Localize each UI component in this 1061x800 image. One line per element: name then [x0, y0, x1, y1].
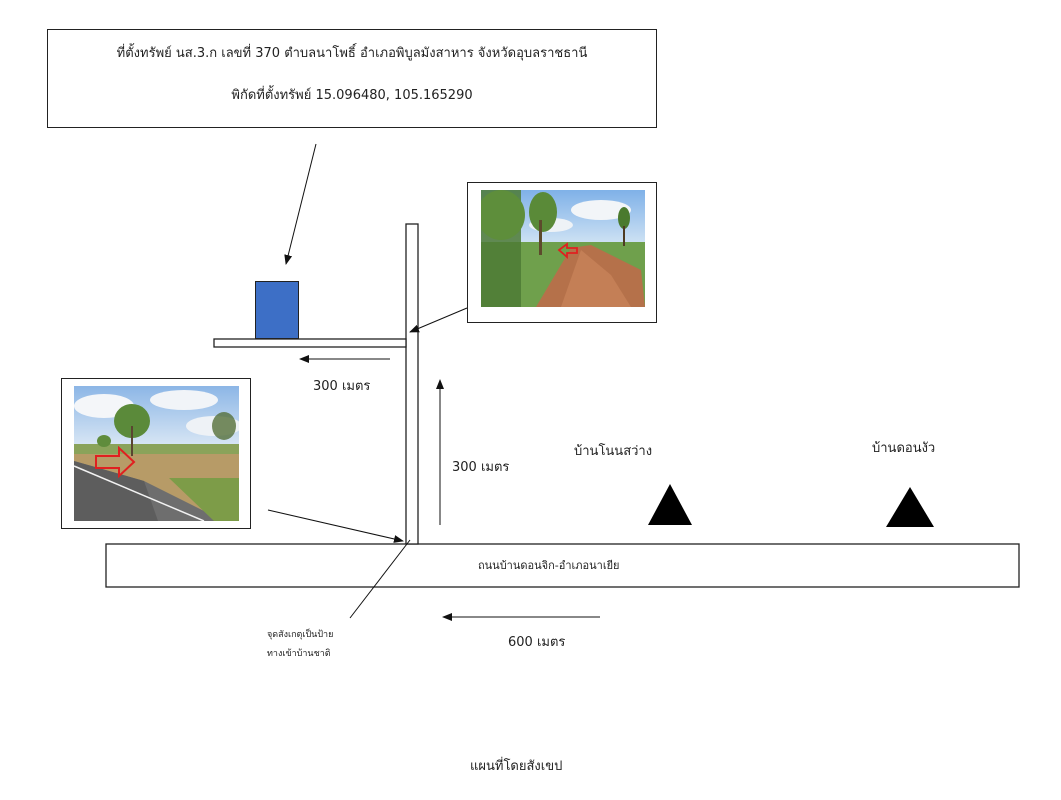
photo-top-pointer: [409, 307, 468, 333]
red-arrow-icon: [557, 242, 578, 259]
village-1-label: บ้านโนนสว่าง: [574, 444, 653, 459]
village-1-triangle-icon: [648, 484, 692, 525]
info-box: ที่ตั้งทรัพย์ นส.3.ก เลขที่ 370 ตำบลนาโพ…: [47, 29, 657, 128]
photo-side-road: [467, 182, 657, 323]
landmark-pointer: [349, 539, 411, 619]
photo-main-road-entrance: [61, 378, 251, 529]
side-road: [213, 338, 407, 348]
main-road-distance-label: 600 เมตร: [508, 635, 566, 650]
info-box-address: ที่ตั้งทรัพย์ นส.3.ก เลขที่ 370 ตำบลนาโพ…: [116, 46, 588, 61]
main-road-photo: [74, 386, 239, 521]
info-pointer-arrow: [284, 143, 317, 265]
landmark-label-line2: ทางเข้าบ้านชาติ: [267, 649, 331, 659]
village-2-triangle-icon: [886, 487, 934, 527]
main-road-name: ถนนบ้านดอนจิก-อำเภอนาเยีย: [478, 559, 620, 572]
village-2-label: บ้านดอนงัว: [872, 441, 936, 456]
side-road-distance-label: 300 เมตร: [313, 379, 371, 394]
info-box-coordinates: พิกัดที่ตั้งทรัพย์ 15.096480, 105.165290: [231, 88, 473, 103]
landmark-label-line1: จุดสังเกตุเป็นป้าย: [267, 630, 334, 640]
photo-left-pointer: [267, 509, 404, 543]
branch-road-distance-label: 300 เมตร: [452, 460, 510, 475]
branch-road: [405, 223, 419, 545]
dirt-road-photo: [481, 190, 645, 307]
map-caption: แผนที่โดยสังเขป: [470, 759, 563, 774]
main-road: [105, 543, 1020, 588]
property-square-icon: [255, 281, 299, 339]
red-arrow-icon: [95, 445, 136, 479]
